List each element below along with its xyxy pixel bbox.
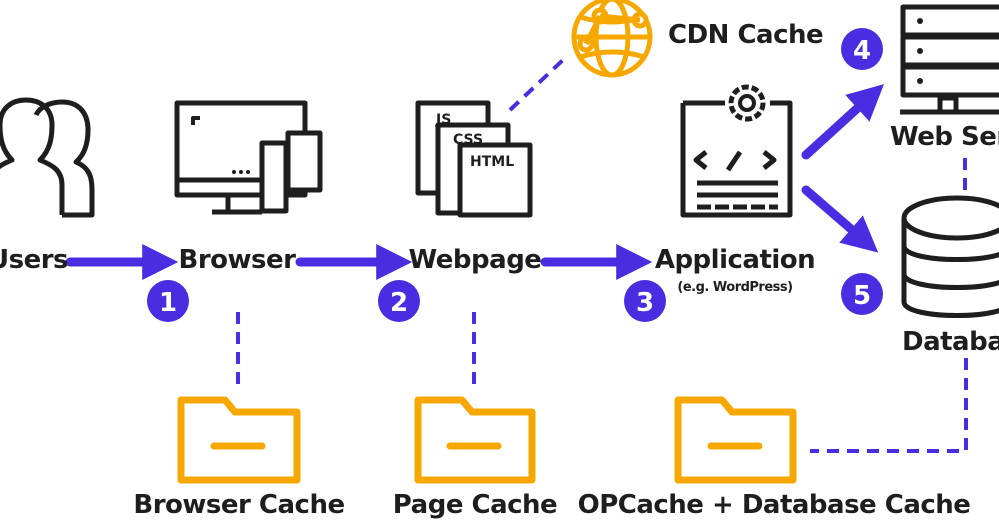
js-doc-label: JS bbox=[435, 112, 451, 128]
step-badge-3: 3 bbox=[624, 280, 666, 322]
step-badge-1: 1 bbox=[147, 280, 189, 322]
web-server-label: Web Server bbox=[890, 122, 999, 152]
webpage-label: Webpage bbox=[408, 245, 542, 275]
users-icon bbox=[0, 97, 95, 218]
step-badge-2: 2 bbox=[378, 280, 420, 322]
step-number: 2 bbox=[390, 288, 408, 318]
application-sublabel: (e.g. WordPress) bbox=[677, 280, 793, 295]
css-doc-label: CSS bbox=[453, 132, 483, 148]
webpage-documents-icon bbox=[415, 100, 533, 218]
opcache-db-cache-label: OPCache + Database Cache bbox=[577, 490, 971, 520]
application-code-icon bbox=[680, 100, 793, 218]
browser-cache-folder-icon bbox=[177, 396, 301, 484]
arrow-app-database bbox=[801, 185, 879, 253]
browser-cache-label: Browser Cache bbox=[133, 490, 345, 520]
step-number: 5 bbox=[853, 281, 871, 311]
arrow-app-webserver bbox=[801, 84, 884, 160]
application-label: Application bbox=[654, 245, 816, 275]
database-label: Database bbox=[902, 327, 999, 357]
step-badge-4: 4 bbox=[841, 28, 883, 70]
step-badge-5: 5 bbox=[841, 273, 883, 315]
step-number: 1 bbox=[159, 288, 177, 318]
opcache-folder-icon bbox=[674, 396, 797, 484]
cdn-cache-label: CDN Cache bbox=[668, 20, 824, 50]
browser-label: Browser bbox=[178, 245, 296, 275]
step-number: 4 bbox=[853, 36, 871, 66]
page-cache-label: Page Cache bbox=[392, 490, 558, 520]
gear-icon bbox=[728, 84, 766, 122]
users-label: Users bbox=[0, 245, 69, 275]
html-doc-label: HTML bbox=[470, 154, 514, 170]
dashed-connectors bbox=[236, 56, 968, 453]
web-server-icon bbox=[900, 4, 999, 115]
page-cache-folder-icon bbox=[414, 396, 536, 484]
browser-devices-icon bbox=[174, 100, 323, 215]
flow-arrows bbox=[65, 84, 884, 280]
database-icon bbox=[901, 195, 999, 318]
step-number: 3 bbox=[636, 288, 654, 318]
cdn-globe-icon bbox=[571, 0, 653, 78]
